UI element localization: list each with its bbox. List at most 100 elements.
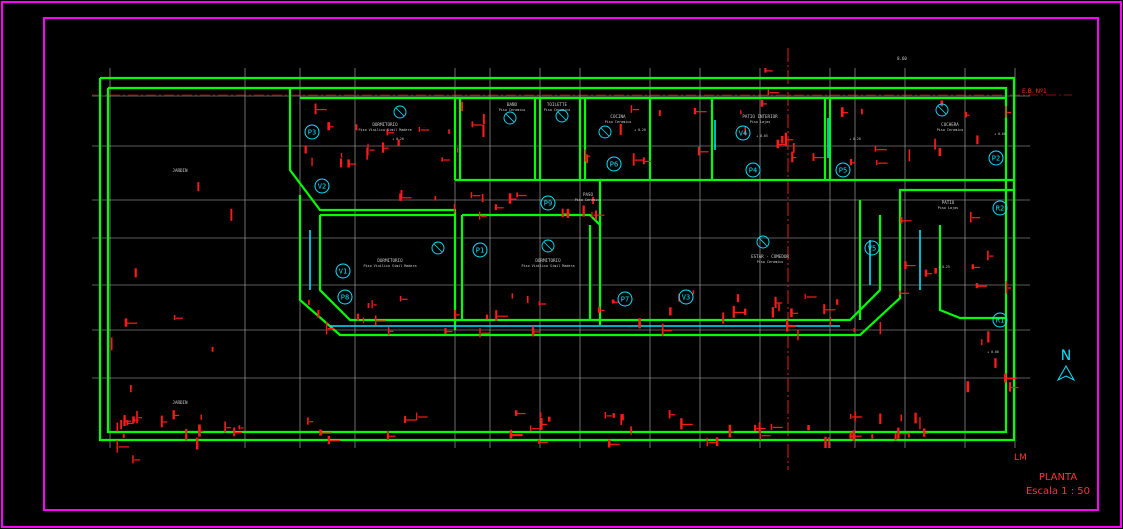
tag-label: P1 <box>476 247 484 255</box>
dimension-tick <box>761 435 771 437</box>
dimension-tick <box>744 127 746 135</box>
light-fixture-icon <box>503 111 517 125</box>
dimension-tick <box>233 427 236 437</box>
dimension-tick <box>770 423 773 430</box>
dimension-tick <box>329 440 341 442</box>
dimension-tick <box>776 139 780 149</box>
tag-v1: V1 <box>335 263 351 279</box>
dimension-tick <box>994 358 997 368</box>
dimension-tick <box>517 413 526 415</box>
dimension-tick <box>304 145 307 154</box>
dimension-tick <box>456 314 460 316</box>
dimension-tick <box>604 412 607 419</box>
dimension-tick <box>879 321 882 335</box>
dimension-tick <box>791 151 794 163</box>
dimension-tick <box>840 107 844 117</box>
light-fixture-icon <box>557 111 567 121</box>
dimension-tick <box>377 320 386 322</box>
dimension-tick <box>851 416 861 418</box>
dimension-tick <box>706 437 708 447</box>
tag-p1: P1 <box>472 242 488 258</box>
dimension-tick <box>516 192 518 198</box>
tag-p7: P7 <box>617 291 633 307</box>
tag-circle <box>992 200 1008 216</box>
dimension-tick <box>369 149 375 151</box>
dimension-tick <box>926 273 932 275</box>
dimension-tick <box>540 303 547 305</box>
dimension-tick <box>613 301 619 303</box>
room-name: COCINA <box>610 114 626 119</box>
room-label-jardin_bottom: JARDIN <box>172 400 188 405</box>
dimension-tick <box>123 415 126 426</box>
dimension-tick <box>593 214 605 216</box>
tag-label: P7 <box>621 296 629 304</box>
dimension-tick <box>420 129 430 131</box>
tag-v4: V4 <box>735 125 751 141</box>
tag-circle <box>864 240 880 256</box>
dimension-tick <box>418 416 428 418</box>
dimension-tick <box>533 331 540 333</box>
tag-label: R1 <box>996 317 1004 325</box>
dimension-tick <box>383 147 389 149</box>
dimension-tick <box>758 422 761 434</box>
dimension-tick <box>126 420 129 426</box>
dimension-tick <box>373 304 377 306</box>
light-fixture-icon <box>431 241 445 255</box>
dimension-tick <box>316 109 327 111</box>
dimension-tick <box>160 415 163 428</box>
dimension-tick <box>311 157 313 167</box>
dimension-tick <box>196 437 199 450</box>
dimension-tick <box>582 205 585 217</box>
dimension-tick <box>740 110 742 115</box>
dimension-tick <box>441 157 444 162</box>
dimension-tick <box>471 121 474 128</box>
north-arrow-icon <box>1056 364 1076 382</box>
dimension-tick <box>630 105 633 113</box>
wall <box>938 225 1006 320</box>
dimension-tick <box>764 68 767 73</box>
dimension-tick <box>970 211 972 223</box>
dimension-tick <box>902 220 912 222</box>
room-name: DORMITORIO <box>377 258 403 263</box>
dimension-tick <box>1005 106 1007 118</box>
dimension-tick <box>162 421 168 423</box>
dimension-tick <box>900 216 903 224</box>
dimension-tick <box>692 290 695 295</box>
dimension-tick <box>754 424 757 431</box>
dimension-tick <box>901 292 909 294</box>
room-name: PATIO INTERIOR <box>742 114 778 119</box>
dimension-tick <box>715 437 719 447</box>
walls <box>98 76 1016 442</box>
lot-label: E.B. Nº1 <box>1022 88 1047 95</box>
light-fixture-icon <box>935 103 949 117</box>
dimension-tick <box>642 157 645 165</box>
dimension-tick <box>786 139 794 141</box>
tag-label: P6 <box>610 161 618 169</box>
construction-grid <box>92 68 1030 448</box>
tag-p2: P2 <box>988 150 1004 166</box>
tag-label: P4 <box>749 167 757 175</box>
dimension-tick <box>197 182 200 192</box>
dimension-tick <box>230 208 233 221</box>
dimension-tick <box>904 261 907 269</box>
tag-r1: R1 <box>992 312 1008 328</box>
tag-circle <box>335 263 351 279</box>
dimension-tick <box>663 329 672 332</box>
tag-label: V1 <box>339 268 347 276</box>
dimension-tick <box>347 159 350 168</box>
dimension-tick <box>938 148 942 156</box>
north-arrow: N <box>1056 348 1076 382</box>
dimension-tick <box>619 124 622 135</box>
dimension-tick <box>132 455 134 464</box>
dimension-tick <box>240 427 244 429</box>
dimension-tick <box>481 215 487 217</box>
dimension-tick <box>774 296 777 308</box>
dimension-tick <box>367 143 369 156</box>
dimension-tick <box>327 122 331 131</box>
dimension-tick <box>126 322 138 324</box>
dimension-tick <box>386 431 389 440</box>
dimension-tick <box>321 432 332 434</box>
dimension-tick <box>934 138 936 150</box>
